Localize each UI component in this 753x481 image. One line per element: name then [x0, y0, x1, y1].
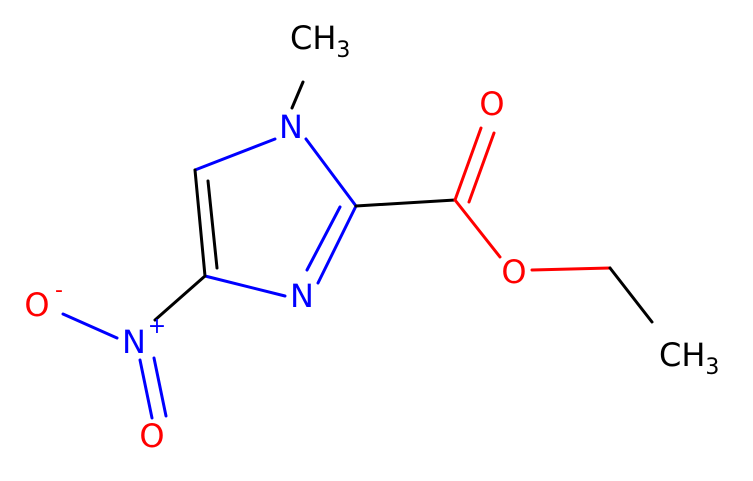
atom-ch3-n: CH3 [290, 19, 350, 63]
bond-nnitro-o-a [138, 358, 154, 420]
atom-n-nitro: N [122, 323, 146, 361]
bond-nnitro-o-b [152, 356, 168, 418]
bond-c5-c4-a [193, 168, 207, 278]
atom-n1: N [279, 108, 303, 146]
atom-o-minus: O [24, 286, 49, 324]
bond-n1-methyl-a [290, 80, 305, 110]
bond-n1-c2 [304, 137, 358, 208]
bond-c2-ccarb [354, 198, 457, 208]
atom-o-nitro: O [139, 417, 164, 455]
bond-c4-nnitro [153, 274, 207, 322]
bond-ch2-ch3 [608, 266, 654, 324]
bond-c5-c4-b [206, 179, 219, 270]
atom-n3: N [290, 277, 314, 315]
bond-nnitro-ominus [61, 312, 119, 340]
bonds [61, 80, 654, 420]
bond-c4-n3 [203, 274, 287, 298]
bond-c5-n1 [193, 137, 277, 172]
atom-o-carbonyl: O [479, 85, 504, 123]
bond-c2-n3-a [316, 204, 358, 285]
bond-ccarb-o-a [453, 126, 483, 202]
atom-o-ester: O [501, 253, 526, 291]
charge-plus: + [148, 314, 166, 339]
bond-c2-n3-b [305, 205, 342, 272]
bond-ccarb-oester [453, 198, 502, 259]
bond-oester-ch2 [530, 266, 612, 272]
atom-ch3-ethyl: CH3 [659, 336, 719, 380]
charge-minus: - [55, 278, 63, 303]
bond-ccarb-o-b [467, 131, 496, 204]
